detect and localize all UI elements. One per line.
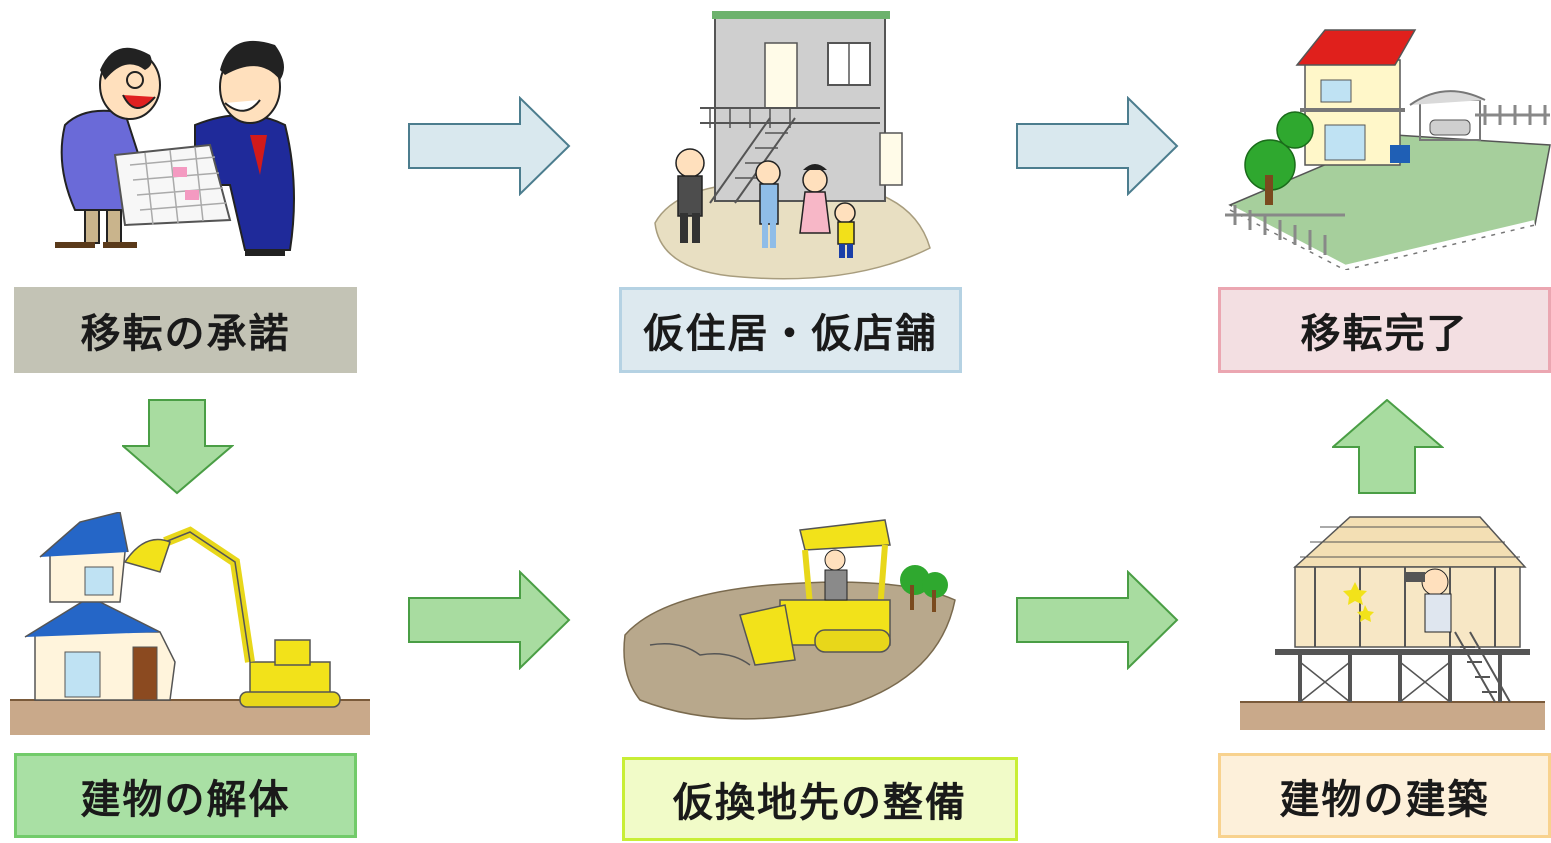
- step-label-temporary-housing: 仮住居・仮店舗: [619, 287, 962, 373]
- step-label-text: 建物の解体: [80, 776, 291, 823]
- arrow-right-icon: [1016, 570, 1179, 670]
- step-label-demolition: 建物の解体: [14, 753, 357, 838]
- new-house-illustration: [1225, 29, 1551, 270]
- arrow-down-icon: [122, 399, 234, 495]
- arrow-right-icon: [408, 96, 571, 196]
- house-construction-illustration: [1240, 516, 1545, 730]
- demolition-illustration: [10, 512, 370, 735]
- arrow-right-icon: [1016, 96, 1179, 196]
- step-label-text: 移転完了: [1300, 311, 1469, 357]
- step-label-consent: 移転の承諾: [14, 287, 357, 373]
- step-label-text: 仮住居・仮店舗: [643, 311, 938, 357]
- arrow-right-icon: [408, 570, 571, 670]
- step-label-text: 仮換地先の整備: [673, 780, 967, 826]
- step-label-construction: 建物の建築: [1218, 753, 1551, 838]
- step-label-text: 移転の承諾: [80, 311, 291, 357]
- arrow-up-icon: [1332, 399, 1444, 494]
- negotiation-illustration: [55, 40, 295, 256]
- step-label-site-preparation: 仮換地先の整備: [622, 757, 1018, 841]
- step-label-relocation-complete: 移転完了: [1218, 287, 1551, 373]
- temporary-housing-illustration: [654, 11, 931, 280]
- step-label-text: 建物の建築: [1279, 776, 1490, 823]
- bulldozer-illustration: [623, 519, 956, 720]
